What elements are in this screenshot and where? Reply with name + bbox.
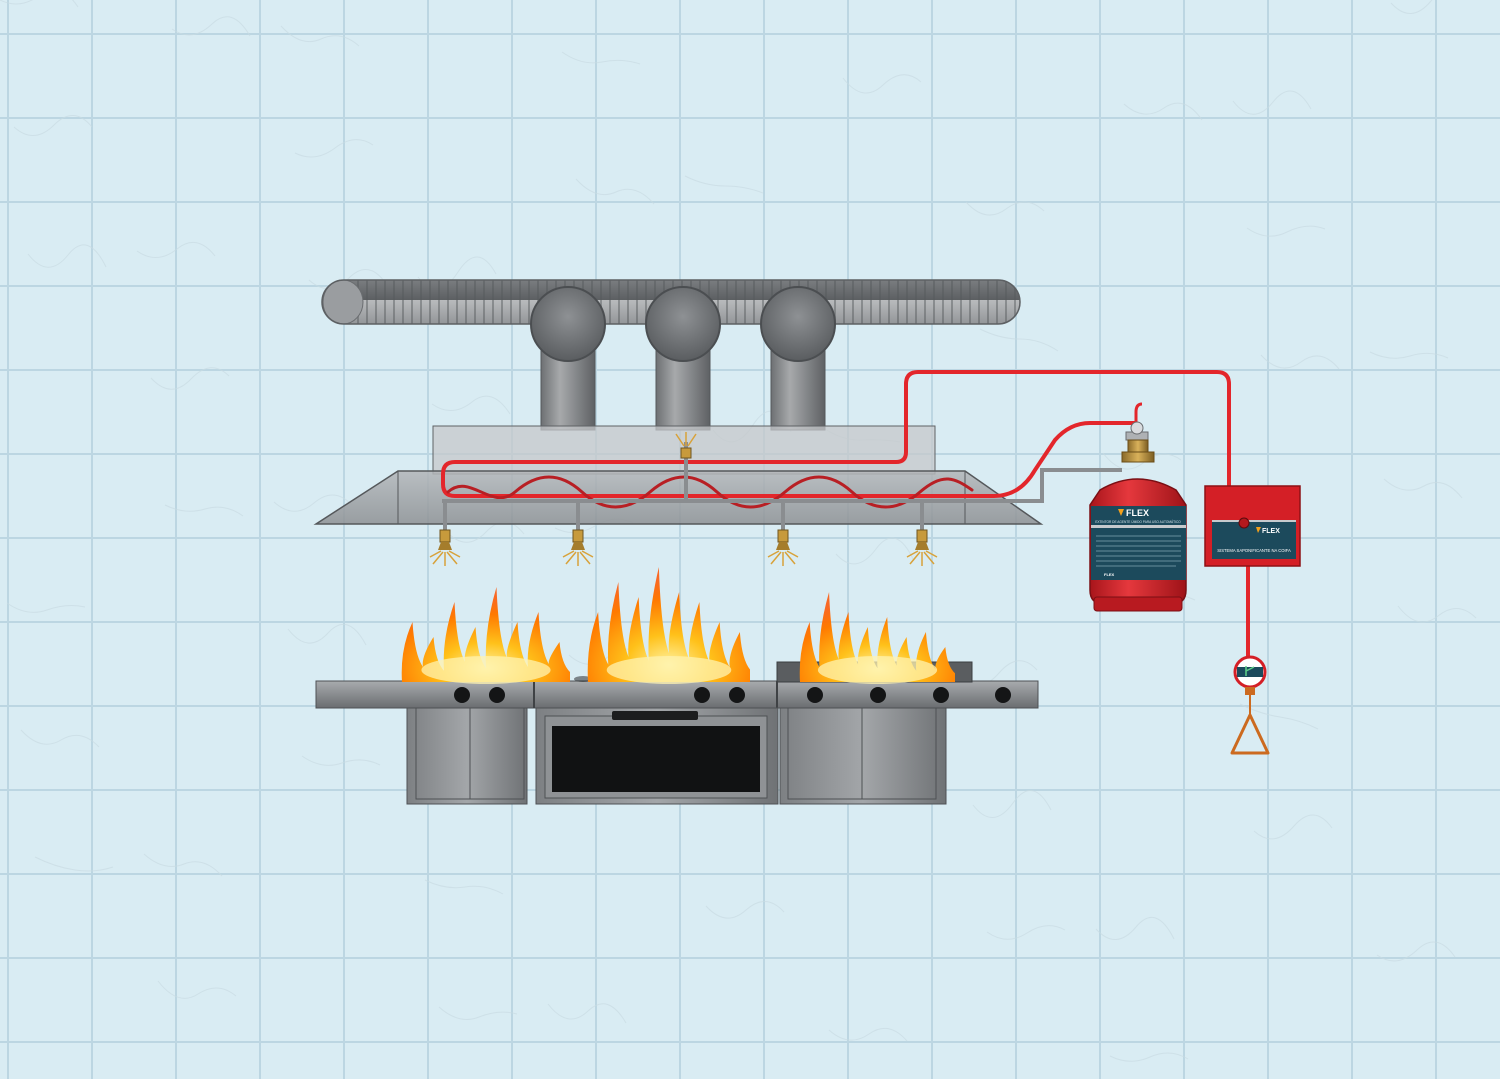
flex-logo-icon — [1118, 509, 1124, 516]
cylinder-brand: FLEX — [1126, 508, 1149, 518]
exhaust-stacks — [530, 286, 836, 431]
detection-tubing — [441, 370, 1250, 662]
control-box-brand: FLEX — [1262, 528, 1280, 535]
control-box: FLEX SISTEMA SAPONIFICANTE NA COIFA — [1204, 485, 1301, 567]
exhaust-hood — [313, 425, 1044, 525]
flame — [587, 567, 750, 682]
flame-core — [421, 656, 551, 684]
manual-pull-station-icon[interactable] — [1230, 655, 1270, 755]
flame-core — [606, 656, 732, 684]
cylinder-subtitle: EXTINTOR DE AGENTE ÚMIDO PARA USO AUTOMÁ… — [1095, 519, 1181, 524]
fire-icon — [401, 567, 955, 684]
indicator-light-icon — [1238, 517, 1250, 529]
flame-core — [817, 656, 938, 684]
cylinder-footer-brand: FLEX — [1104, 572, 1115, 577]
control-box-label: SISTEMA SAPONIFICANTE NA COIFA — [1217, 548, 1291, 553]
extinguisher-cylinder: FLEX EXTINTOR DE AGENTE ÚMIDO PARA USO A… — [1089, 402, 1187, 612]
flex-logo-icon — [1256, 527, 1261, 533]
flame — [401, 587, 570, 682]
burner-knobs — [454, 687, 1011, 703]
spray-nozzle-icon — [429, 432, 938, 566]
